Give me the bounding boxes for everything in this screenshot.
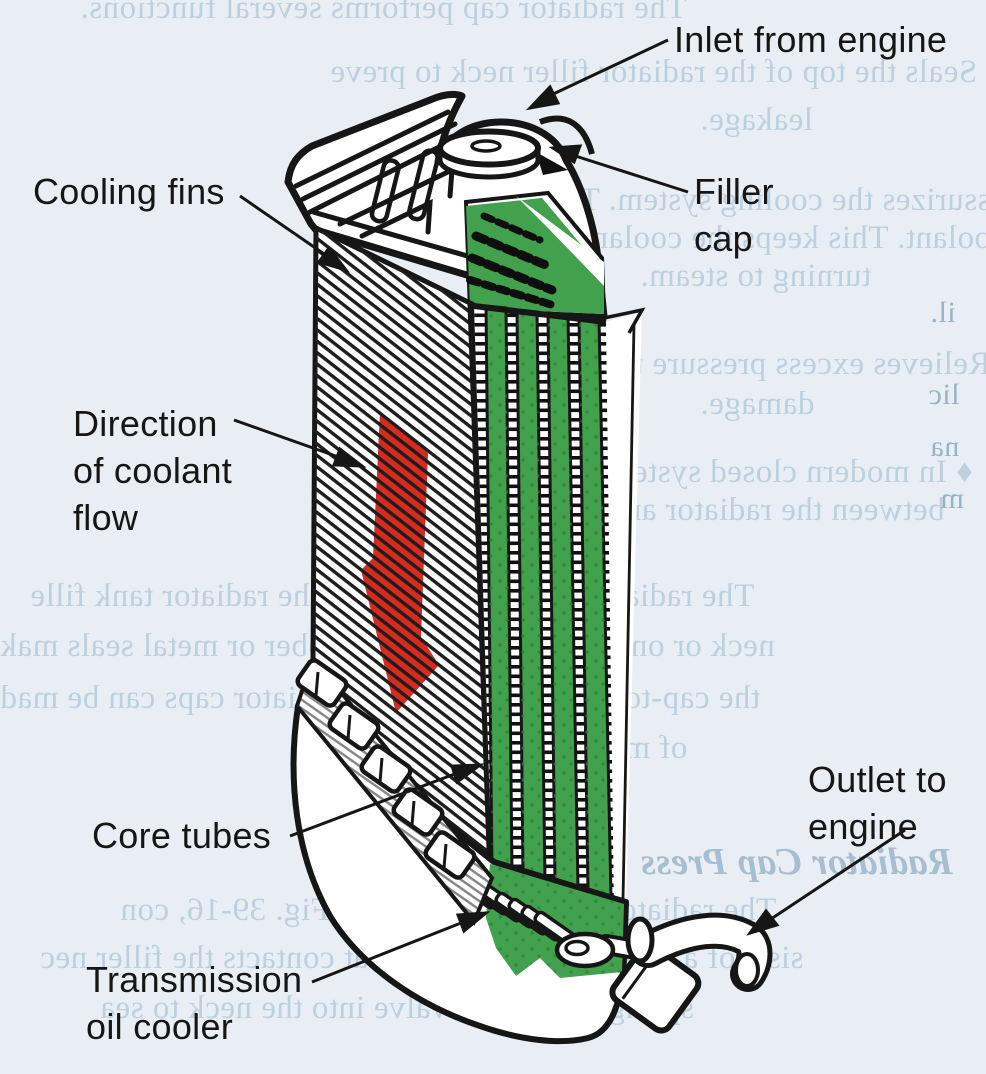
- label-outlet-to-engine: Outlet to engine: [808, 756, 947, 850]
- callout-leaders: [233, 38, 906, 984]
- outlet-flange: [625, 916, 655, 964]
- label-inlet-from-engine: Inlet from engine: [674, 19, 948, 60]
- label-filler-cap-line2: cap: [694, 218, 753, 259]
- tank-face-slots: [369, 148, 441, 224]
- inlet-leader-line: [548, 38, 669, 98]
- label-transmission-line2: oil cooler: [86, 1006, 234, 1047]
- label-outlet-line2: engine: [808, 806, 918, 847]
- label-core-tubes: Core tubes: [92, 815, 272, 856]
- filler-cap: [437, 128, 568, 180]
- label-outlet-line1: Outlet to: [808, 759, 947, 800]
- label-direction-line2: of coolant: [73, 450, 233, 491]
- label-transmission-line1: Transmission: [86, 959, 303, 1000]
- cooling-fins-leader-line: [239, 194, 331, 260]
- transmission-arrowhead: [455, 911, 491, 934]
- side-panel: [606, 312, 642, 902]
- outlet-pipe: [609, 912, 773, 1034]
- tank-top-fins: [293, 109, 464, 239]
- inlet-arrowhead: [525, 84, 561, 111]
- outlet-arrowhead: [746, 908, 780, 936]
- top-tank-cutaway: [463, 190, 607, 319]
- outlet-opening: [734, 952, 760, 988]
- direction-arrowhead: [331, 446, 367, 468]
- core-tubes-cutaway: [473, 303, 646, 902]
- cap-center-ring: [470, 139, 502, 153]
- core-tube-texture: [486, 306, 611, 898]
- cutaway-top-edge: [473, 303, 607, 325]
- outlet-leader-line: [767, 828, 906, 923]
- label-direction-line1: Direction: [73, 403, 218, 444]
- label-filler-cap-line1: Filler: [694, 171, 774, 212]
- label-direction-line3: flow: [73, 497, 139, 538]
- core-front-face: [310, 224, 497, 886]
- label-filler-cap: Filler cap: [694, 168, 774, 262]
- filler-cap-leader-line: [565, 151, 689, 194]
- cooling-fins-arrowhead: [316, 245, 351, 273]
- inlet-neck: [538, 115, 595, 155]
- transmission-leader-line: [311, 919, 467, 984]
- label-cooling-fins: Cooling fins: [33, 171, 225, 212]
- core-tubes-leader-line: [289, 770, 461, 838]
- side-panel-edge: [621, 323, 636, 901]
- filler-cap-arrowhead: [548, 144, 583, 165]
- direction-leader-line: [233, 418, 345, 461]
- core-tubes-arrowhead: [449, 763, 485, 785]
- bottom-flange-steps: [294, 653, 495, 926]
- label-direction-of-coolant-flow: Direction of coolant flow: [73, 400, 232, 541]
- label-transmission-oil-cooler: Transmission oil cooler: [86, 956, 302, 1050]
- tube-ends: [466, 212, 560, 310]
